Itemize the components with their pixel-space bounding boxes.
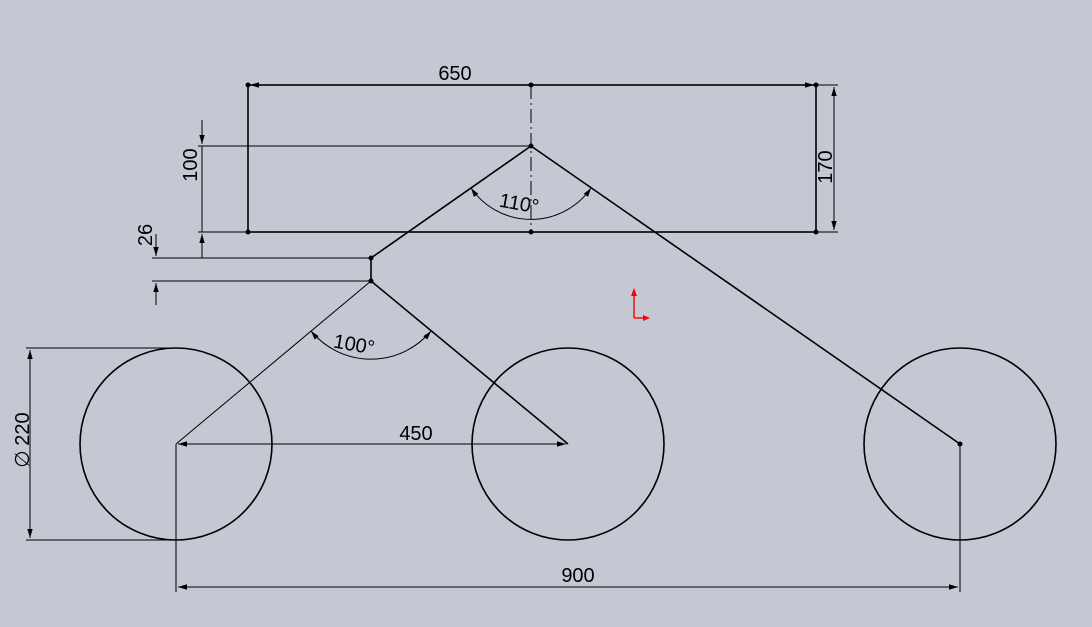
dimension-diameter-220[interactable]: ∅ 220 bbox=[12, 347, 176, 541]
dimension-650-text[interactable]: 650 bbox=[438, 63, 471, 85]
dimension-170[interactable]: 170 bbox=[815, 84, 838, 233]
sketch-points bbox=[245, 82, 963, 447]
dimension-26[interactable]: 26 bbox=[135, 224, 371, 305]
dimension-900-text[interactable]: 900 bbox=[561, 565, 594, 587]
dimension-26-text[interactable]: 26 bbox=[135, 224, 157, 246]
dimension-650[interactable]: 650 bbox=[250, 63, 814, 88]
diameter-symbol: ∅ bbox=[12, 450, 34, 467]
line-apex-to-joint[interactable] bbox=[370, 145, 532, 259]
line-joint-to-middle-wheel[interactable] bbox=[370, 280, 569, 445]
dimension-450[interactable]: 450 bbox=[178, 423, 566, 447]
dimension-angle-100[interactable]: 100° bbox=[310, 331, 432, 360]
dimension-170-text[interactable]: 170 bbox=[815, 150, 837, 183]
dimension-100[interactable]: 100 bbox=[180, 120, 531, 258]
dimension-100-text[interactable]: 100 bbox=[180, 148, 202, 181]
line-apex-to-right-wheel[interactable] bbox=[530, 145, 961, 445]
origin-icon bbox=[631, 288, 650, 321]
dimension-900[interactable]: 900 bbox=[175, 444, 961, 592]
dimension-angle-100-text[interactable]: 100° bbox=[332, 331, 377, 360]
dimension-450-text[interactable]: 450 bbox=[399, 423, 432, 445]
dimension-diameter-220-text[interactable]: 220 bbox=[12, 412, 34, 445]
line-joint-to-left-wheel[interactable] bbox=[175, 280, 372, 445]
